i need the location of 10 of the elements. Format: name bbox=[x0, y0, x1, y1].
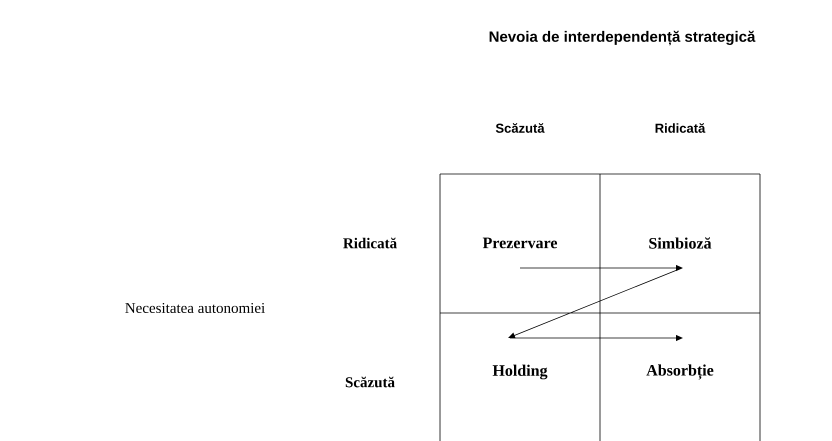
row-header: Scăzută bbox=[346, 376, 395, 388]
quadrant-label: Prezervare bbox=[482, 238, 558, 248]
quadrant-label: Simbioză bbox=[649, 237, 712, 249]
axis-label: Necesitatea autonomiei bbox=[125, 302, 265, 314]
quadrant-label: Absorbție bbox=[646, 364, 714, 380]
title: Nevoia de interdependență strategică bbox=[490, 30, 756, 46]
column-header: Ridicată bbox=[656, 123, 706, 133]
column-header: Scăzută bbox=[496, 123, 545, 133]
quadrant-label: Holding bbox=[492, 364, 548, 380]
row-header: Ridicată bbox=[343, 238, 397, 248]
